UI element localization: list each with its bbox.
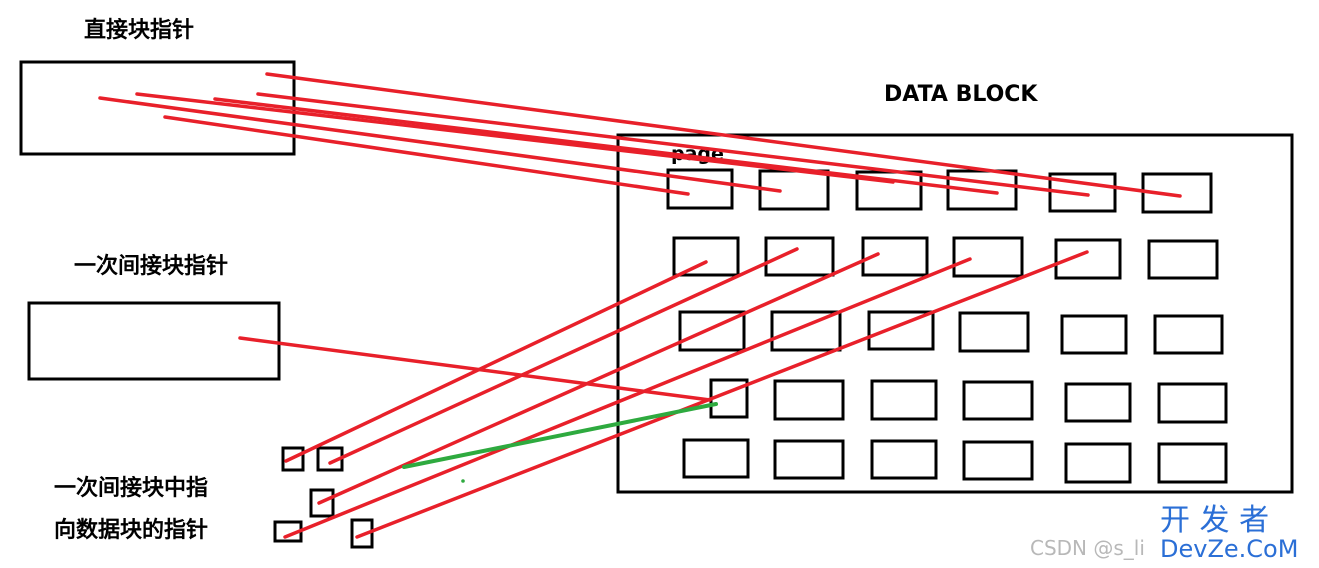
pointer-line	[135, 92, 895, 184]
page-cell	[678, 310, 746, 352]
pointer-line	[317, 252, 880, 505]
page-cell	[962, 380, 1034, 421]
pointer-line	[238, 336, 712, 402]
page-cell	[1147, 239, 1219, 280]
page-cell	[867, 310, 935, 351]
page-cell	[958, 311, 1030, 353]
page-cell	[1064, 382, 1132, 423]
page-cell	[1054, 238, 1122, 280]
green-dot	[461, 479, 465, 483]
page-cell	[861, 236, 929, 277]
indirect-entry-lines	[283, 247, 1089, 539]
indirect-entry	[350, 518, 374, 549]
single-indirect-line	[238, 336, 712, 402]
pointer-line	[328, 247, 799, 465]
page-cell	[773, 439, 845, 480]
page-cell	[870, 379, 938, 421]
data-block-title: DATA BLOCK	[884, 82, 1038, 107]
watermark: CSDN @s_li 开 发 者 DevZe.CoM	[1030, 503, 1298, 563]
page-cell	[1157, 382, 1228, 424]
pointer-line	[256, 92, 1090, 197]
page-cell	[773, 379, 845, 421]
data-block-container	[616, 133, 1294, 494]
page-cell	[870, 439, 938, 480]
page-cell	[1048, 172, 1117, 213]
pointer-line	[355, 250, 1089, 539]
indirect-description-line2: 向数据块的指针	[54, 517, 208, 543]
page-cell	[770, 310, 842, 352]
pointer-line	[284, 260, 708, 463]
page-cell	[764, 236, 835, 277]
page-cell	[952, 236, 1024, 278]
page-grid	[666, 168, 1228, 484]
green-line	[402, 402, 718, 469]
brand-watermark-top: 开 发 者	[1160, 503, 1269, 538]
page-cell	[1060, 314, 1128, 355]
page-cell	[672, 236, 740, 277]
indirect-entry	[309, 488, 335, 518]
pointer-line	[213, 97, 999, 195]
pointer-line	[265, 72, 1182, 198]
page-cell	[1141, 172, 1213, 214]
single-indirect-pointer-box	[27, 301, 281, 381]
green-annotation	[402, 402, 718, 483]
direct-pointer-lines	[98, 72, 1182, 198]
single-indirect-label: 一次间接块指针	[74, 253, 228, 279]
indirect-pointer-entries	[273, 446, 374, 549]
csdn-watermark: CSDN @s_li	[1030, 536, 1145, 560]
brand-watermark-bottom: DevZe.CoM	[1160, 535, 1298, 563]
direct-pointer-label: 直接块指针	[84, 17, 194, 43]
pointer-line	[163, 115, 690, 196]
pointer-line	[283, 257, 972, 539]
indirect-description-line1: 一次间接块中指	[54, 475, 208, 501]
indirect-entry	[281, 446, 305, 472]
page-cell	[1064, 442, 1132, 484]
pointer-line	[98, 96, 782, 193]
page-cell	[682, 438, 750, 479]
page-cell	[1157, 442, 1228, 484]
page-cell	[962, 440, 1034, 481]
page-cell	[666, 168, 734, 210]
page-cell	[1153, 314, 1224, 355]
